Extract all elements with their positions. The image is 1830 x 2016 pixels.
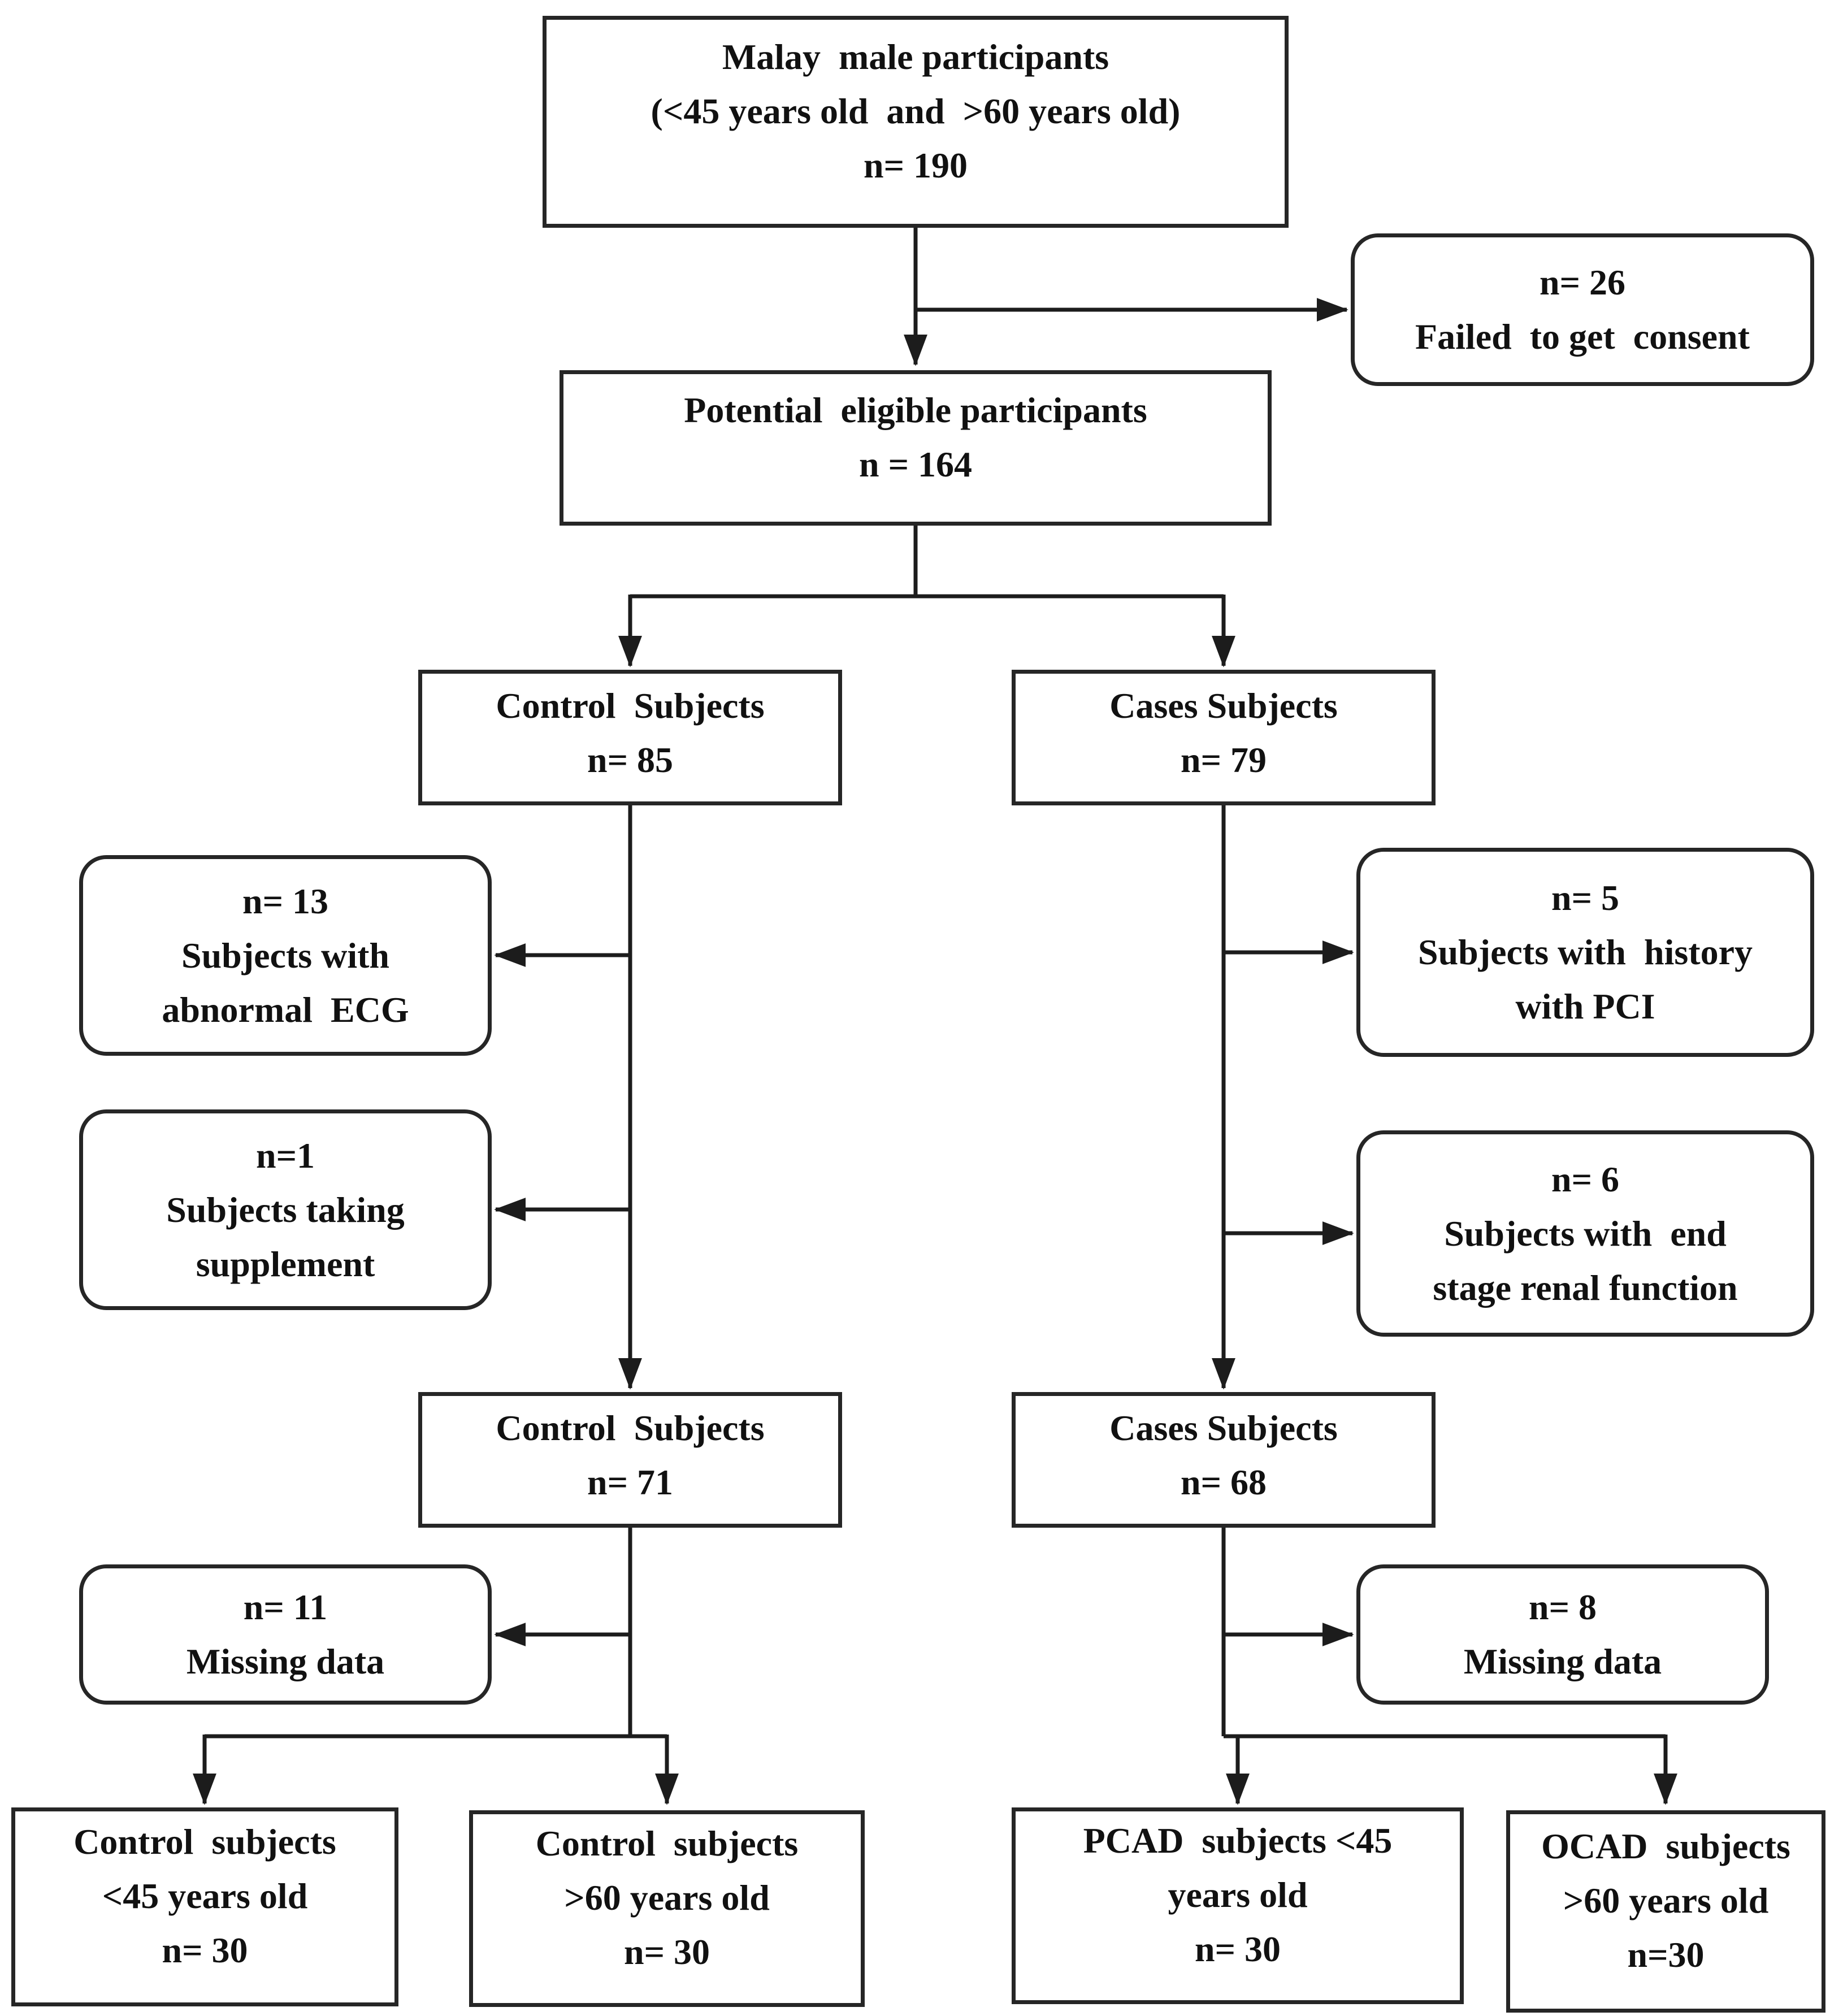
node-line: n= 13	[242, 881, 329, 921]
node-malay-participants: Malay male participants (<45 years old a…	[543, 16, 1289, 228]
node-line: n= 71	[587, 1462, 674, 1502]
node-taking-supplement: n=1 Subjects taking supplement	[79, 1109, 492, 1310]
node-line: Failed to get consent	[1415, 317, 1750, 357]
node-line: n = 164	[858, 444, 973, 484]
node-control-under45: Control subjects <45 years old n= 30	[11, 1807, 398, 2006]
node-line: n= 68	[1180, 1462, 1267, 1502]
node-line: >60 years old	[564, 1878, 770, 1918]
node-line: PCAD subjects <45	[1083, 1820, 1393, 1861]
node-line: Control subjects	[73, 1822, 336, 1862]
node-line: Control subjects	[535, 1823, 799, 1863]
node-line: n= 11	[243, 1587, 328, 1627]
node-line: Missing data	[1463, 1641, 1662, 1681]
node-line: n= 6	[1551, 1159, 1620, 1199]
node-line: n= 5	[1551, 878, 1620, 918]
node-line: n= 85	[587, 740, 674, 780]
node-control-over60: Control subjects >60 years old n= 30	[469, 1810, 865, 2007]
node-line: OCAD subjects	[1541, 1826, 1790, 1866]
node-missing-data-11: n= 11 Missing data	[79, 1564, 492, 1705]
node-line: n= 30	[1194, 1929, 1281, 1969]
node-line: n=30	[1627, 1935, 1705, 1975]
node-ocad-over60: OCAD subjects >60 years old n=30	[1506, 1810, 1825, 2013]
node-line: Cases Subjects	[1109, 1408, 1338, 1448]
node-control-subjects-85: Control Subjects n= 85	[418, 670, 842, 805]
node-line: n=1	[255, 1135, 315, 1176]
node-line: Subjects taking	[166, 1189, 405, 1230]
node-line: years old	[1168, 1875, 1308, 1915]
node-line: Malay male participants	[722, 36, 1109, 77]
node-line: Potential eligible participants	[684, 389, 1147, 430]
node-line: supplement	[196, 1243, 375, 1284]
node-control-subjects-71: Control Subjects n= 71	[418, 1392, 842, 1528]
node-line: >60 years old	[1563, 1880, 1769, 1920]
node-eligible-participants: Potential eligible participants n = 164	[560, 370, 1272, 526]
node-cases-subjects-68: Cases Subjects n= 68	[1012, 1392, 1436, 1528]
node-line: Missing data	[186, 1641, 385, 1681]
node-line: Subjects with	[181, 935, 390, 976]
node-failed-consent: n= 26 Failed to get consent	[1351, 233, 1814, 386]
node-cases-subjects-79: Cases Subjects n= 79	[1012, 670, 1436, 805]
node-missing-data-8: n= 8 Missing data	[1356, 1564, 1769, 1705]
node-line: (<45 years old and >60 years old)	[651, 90, 1181, 131]
node-abnormal-ecg: n= 13 Subjects with abnormal ECG	[79, 855, 492, 1056]
node-line: Control Subjects	[496, 1408, 765, 1448]
node-line: with PCI	[1515, 986, 1655, 1026]
node-line: n= 190	[863, 145, 968, 185]
node-line: n= 26	[1539, 262, 1626, 302]
node-line: n= 79	[1180, 740, 1267, 780]
node-history-pci: n= 5 Subjects with history with PCI	[1356, 848, 1814, 1057]
node-line: n= 30	[623, 1932, 710, 1972]
node-line: Cases Subjects	[1109, 686, 1338, 726]
node-line: Subjects with end	[1444, 1213, 1727, 1254]
node-line: stage renal function	[1433, 1267, 1738, 1308]
node-line: n= 30	[162, 1930, 248, 1970]
node-pcad-under45: PCAD subjects <45 years old n= 30	[1012, 1807, 1464, 2004]
node-line: Control Subjects	[496, 686, 765, 726]
node-end-stage-renal: n= 6 Subjects with end stage renal funct…	[1356, 1130, 1814, 1337]
node-line: Subjects with history	[1417, 932, 1753, 972]
node-line: abnormal ECG	[162, 989, 409, 1030]
node-line: <45 years old	[102, 1876, 308, 1916]
node-line: n= 8	[1528, 1587, 1597, 1627]
